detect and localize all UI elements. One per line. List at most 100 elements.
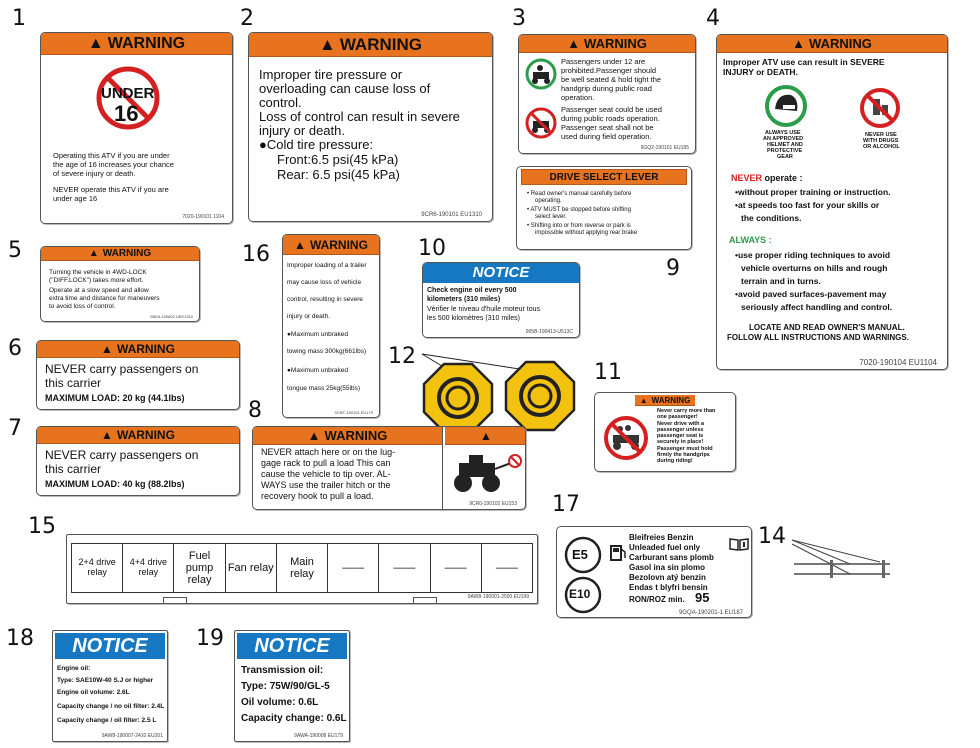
helmet-icon	[765, 85, 807, 127]
text-line: Passengers under 12 are	[561, 57, 646, 66]
warning-header: ▲WARNING	[253, 427, 442, 445]
label-number-6: 6	[8, 336, 22, 361]
fuel-pump-icon	[610, 545, 626, 561]
text-line: LOCATE AND READ OWNER'S MANUAL.	[749, 323, 905, 332]
text-line: securely in place!	[657, 439, 704, 445]
part-code: 7020-190101 1104	[182, 214, 224, 220]
label-number-4: 4	[706, 6, 720, 31]
relay-cell: ——	[431, 544, 482, 592]
text-line: NEVER USE	[865, 132, 897, 138]
text-line: NEVER carry passengers on	[45, 448, 199, 462]
text-line: ("DIFF.LOCK") takes more effort.	[49, 277, 144, 284]
tire-pressure-octagon-right	[504, 360, 576, 432]
text-line: les 500 kilomètres (310 miles)	[427, 315, 520, 322]
text-line: Improper loading of a trailer	[287, 262, 367, 269]
warning-triangle-icon: ▲	[567, 36, 581, 51]
text-line: ●Maximum unbraked	[287, 331, 349, 338]
text-line: may cause loss of vehicle	[287, 279, 362, 286]
text-line: Type: 75W/90/GL-5	[241, 681, 330, 692]
tongue-mass: tongue mass 25kg(55lbs)	[287, 385, 360, 392]
text-line: injury or death.	[259, 123, 345, 138]
text-line: passenger unless	[657, 427, 704, 433]
text-line: terrain and in turns.	[741, 276, 821, 286]
warning-header: ▲WARNING	[41, 247, 199, 261]
text-line: GEAR	[777, 154, 793, 160]
text-line: passenger seat is	[657, 433, 704, 439]
text-line: Carburant sans plomb	[629, 553, 714, 562]
part-code: 9AW8-190001-2500 EU199	[467, 594, 529, 600]
label-trailer-loading: ▲WARNING Improper loading of a trailer m…	[282, 234, 380, 418]
text-line: extra time and distance for maneuvers	[49, 295, 160, 302]
text-line: firmly the handgrips	[657, 452, 710, 458]
label-tire-pressure: ▲WARNING Improper tire pressure or overl…	[248, 32, 493, 222]
text-line: be well seated & hold tight the	[561, 75, 662, 84]
text-line: the age of 16 increases your chance	[53, 160, 174, 169]
part-code: 9AWA-190008 EU179	[294, 733, 343, 739]
text-line: Loss of control can result in severe	[259, 109, 460, 124]
part-code: 9BE6-190602 UEE1310	[150, 314, 193, 319]
label-fuel: E5 E10 Bleifreies Benzin Unleaded fuel o…	[556, 526, 752, 618]
text-line: Transmission oil:	[241, 665, 324, 676]
operate-word: operate :	[762, 173, 803, 183]
warning-header: ▲WARNING	[519, 35, 695, 53]
never-word: NEVER	[731, 173, 763, 183]
text-line: ●Cold tire pressure:	[259, 137, 374, 152]
towing-mass: towing mass 300kg(661lbs)	[287, 348, 367, 355]
warning-triangle-icon: ▲	[792, 36, 806, 51]
warning-triangle-icon: ▲	[480, 429, 492, 443]
mount-tab-left	[163, 597, 187, 603]
text-line: handgrip during public road	[561, 84, 652, 93]
warning-triangle-icon: ▲	[88, 248, 99, 259]
text-line: the conditions.	[741, 213, 802, 223]
text-line: under age 16	[53, 194, 98, 203]
warning-header: ▲WARNING	[249, 33, 492, 57]
relay-cell: Main relay	[277, 544, 329, 592]
no-under-16-icon	[96, 66, 160, 130]
text-line: •avoid paved surfaces-pavement may	[735, 289, 887, 299]
label-passenger-limit: ▲WARNING Never carry more than one passe…	[594, 392, 736, 472]
front-pressure: Front:6.5 psi(45 kPa)	[277, 152, 399, 167]
e5-text: E5	[572, 547, 588, 562]
text-panel: ▲WARNING NEVER attach here or on the lug…	[253, 427, 443, 509]
label-diff-lock: ▲WARNING Turning the vehicle in 4WD-LOCK…	[40, 246, 200, 322]
text-line: Engine oil:	[57, 665, 91, 672]
label-number-8: 8	[248, 398, 262, 423]
text-line: Type: SAE10W-40 S.J or higher	[57, 677, 154, 684]
text-line: Check engine oil every 500	[427, 287, 517, 294]
text-line: Bleifreies Benzin	[629, 533, 694, 542]
text-line: operating.	[535, 198, 562, 204]
text-line: Never carry more than	[657, 408, 716, 414]
warning-triangle-icon: ▲	[101, 342, 113, 356]
text-line: of severe injury or death.	[53, 169, 136, 178]
text-line: vehicle overturns on hills and rough	[741, 263, 888, 273]
text-line: Operate at a slow speed and allow	[49, 287, 149, 294]
manual-book-icon	[729, 538, 749, 551]
warning-triangle-icon: ▲	[101, 428, 113, 442]
max-load: MAXIMUM LOAD: 20 kg (44.1lbs)	[45, 393, 185, 403]
label-number-17: 17	[552, 492, 580, 517]
text-line: one passenger!	[657, 414, 698, 420]
text-line: • Shifting into or from reverse or park …	[527, 223, 631, 229]
part-code: 9CR0-190102 EU153	[469, 501, 517, 507]
max-load: MAXIMUM LOAD: 40 kg (88.2lbs)	[45, 479, 185, 489]
text-line: NEVER attach here or on the lug-	[261, 447, 396, 457]
label-passengers: ▲WARNING Passengers under 12 are prohibi…	[518, 34, 696, 154]
text-line: used during field operation.	[561, 132, 652, 141]
label-number-5: 5	[8, 238, 22, 263]
always-word: ALWAYS :	[729, 235, 772, 245]
text-line: Vérifier le niveau d'huile moteur tous	[427, 306, 541, 313]
text-line: during public roads operation.	[561, 114, 660, 123]
text-line: select lever.	[535, 214, 567, 220]
text-line: overloading can cause loss of	[259, 81, 431, 96]
text-line: impossible without applying rear brake	[535, 230, 638, 236]
label-notice-engine-oil: NOTICE Check engine oil every 500 kilome…	[422, 262, 580, 338]
e10-icon	[564, 576, 602, 614]
relay-cell: 4+4 drive relay	[123, 544, 175, 592]
label-number-10: 10	[418, 236, 446, 261]
under-text: UNDER	[101, 85, 155, 102]
octagon-tire-labels	[421, 353, 576, 434]
text-line: • Read owner's manual carefully before	[527, 191, 632, 197]
part-code: 905B-190413-U513C	[525, 329, 573, 335]
warning-header: ▲WARNING	[37, 341, 239, 358]
warning-header: ▲WARNING	[41, 33, 232, 55]
